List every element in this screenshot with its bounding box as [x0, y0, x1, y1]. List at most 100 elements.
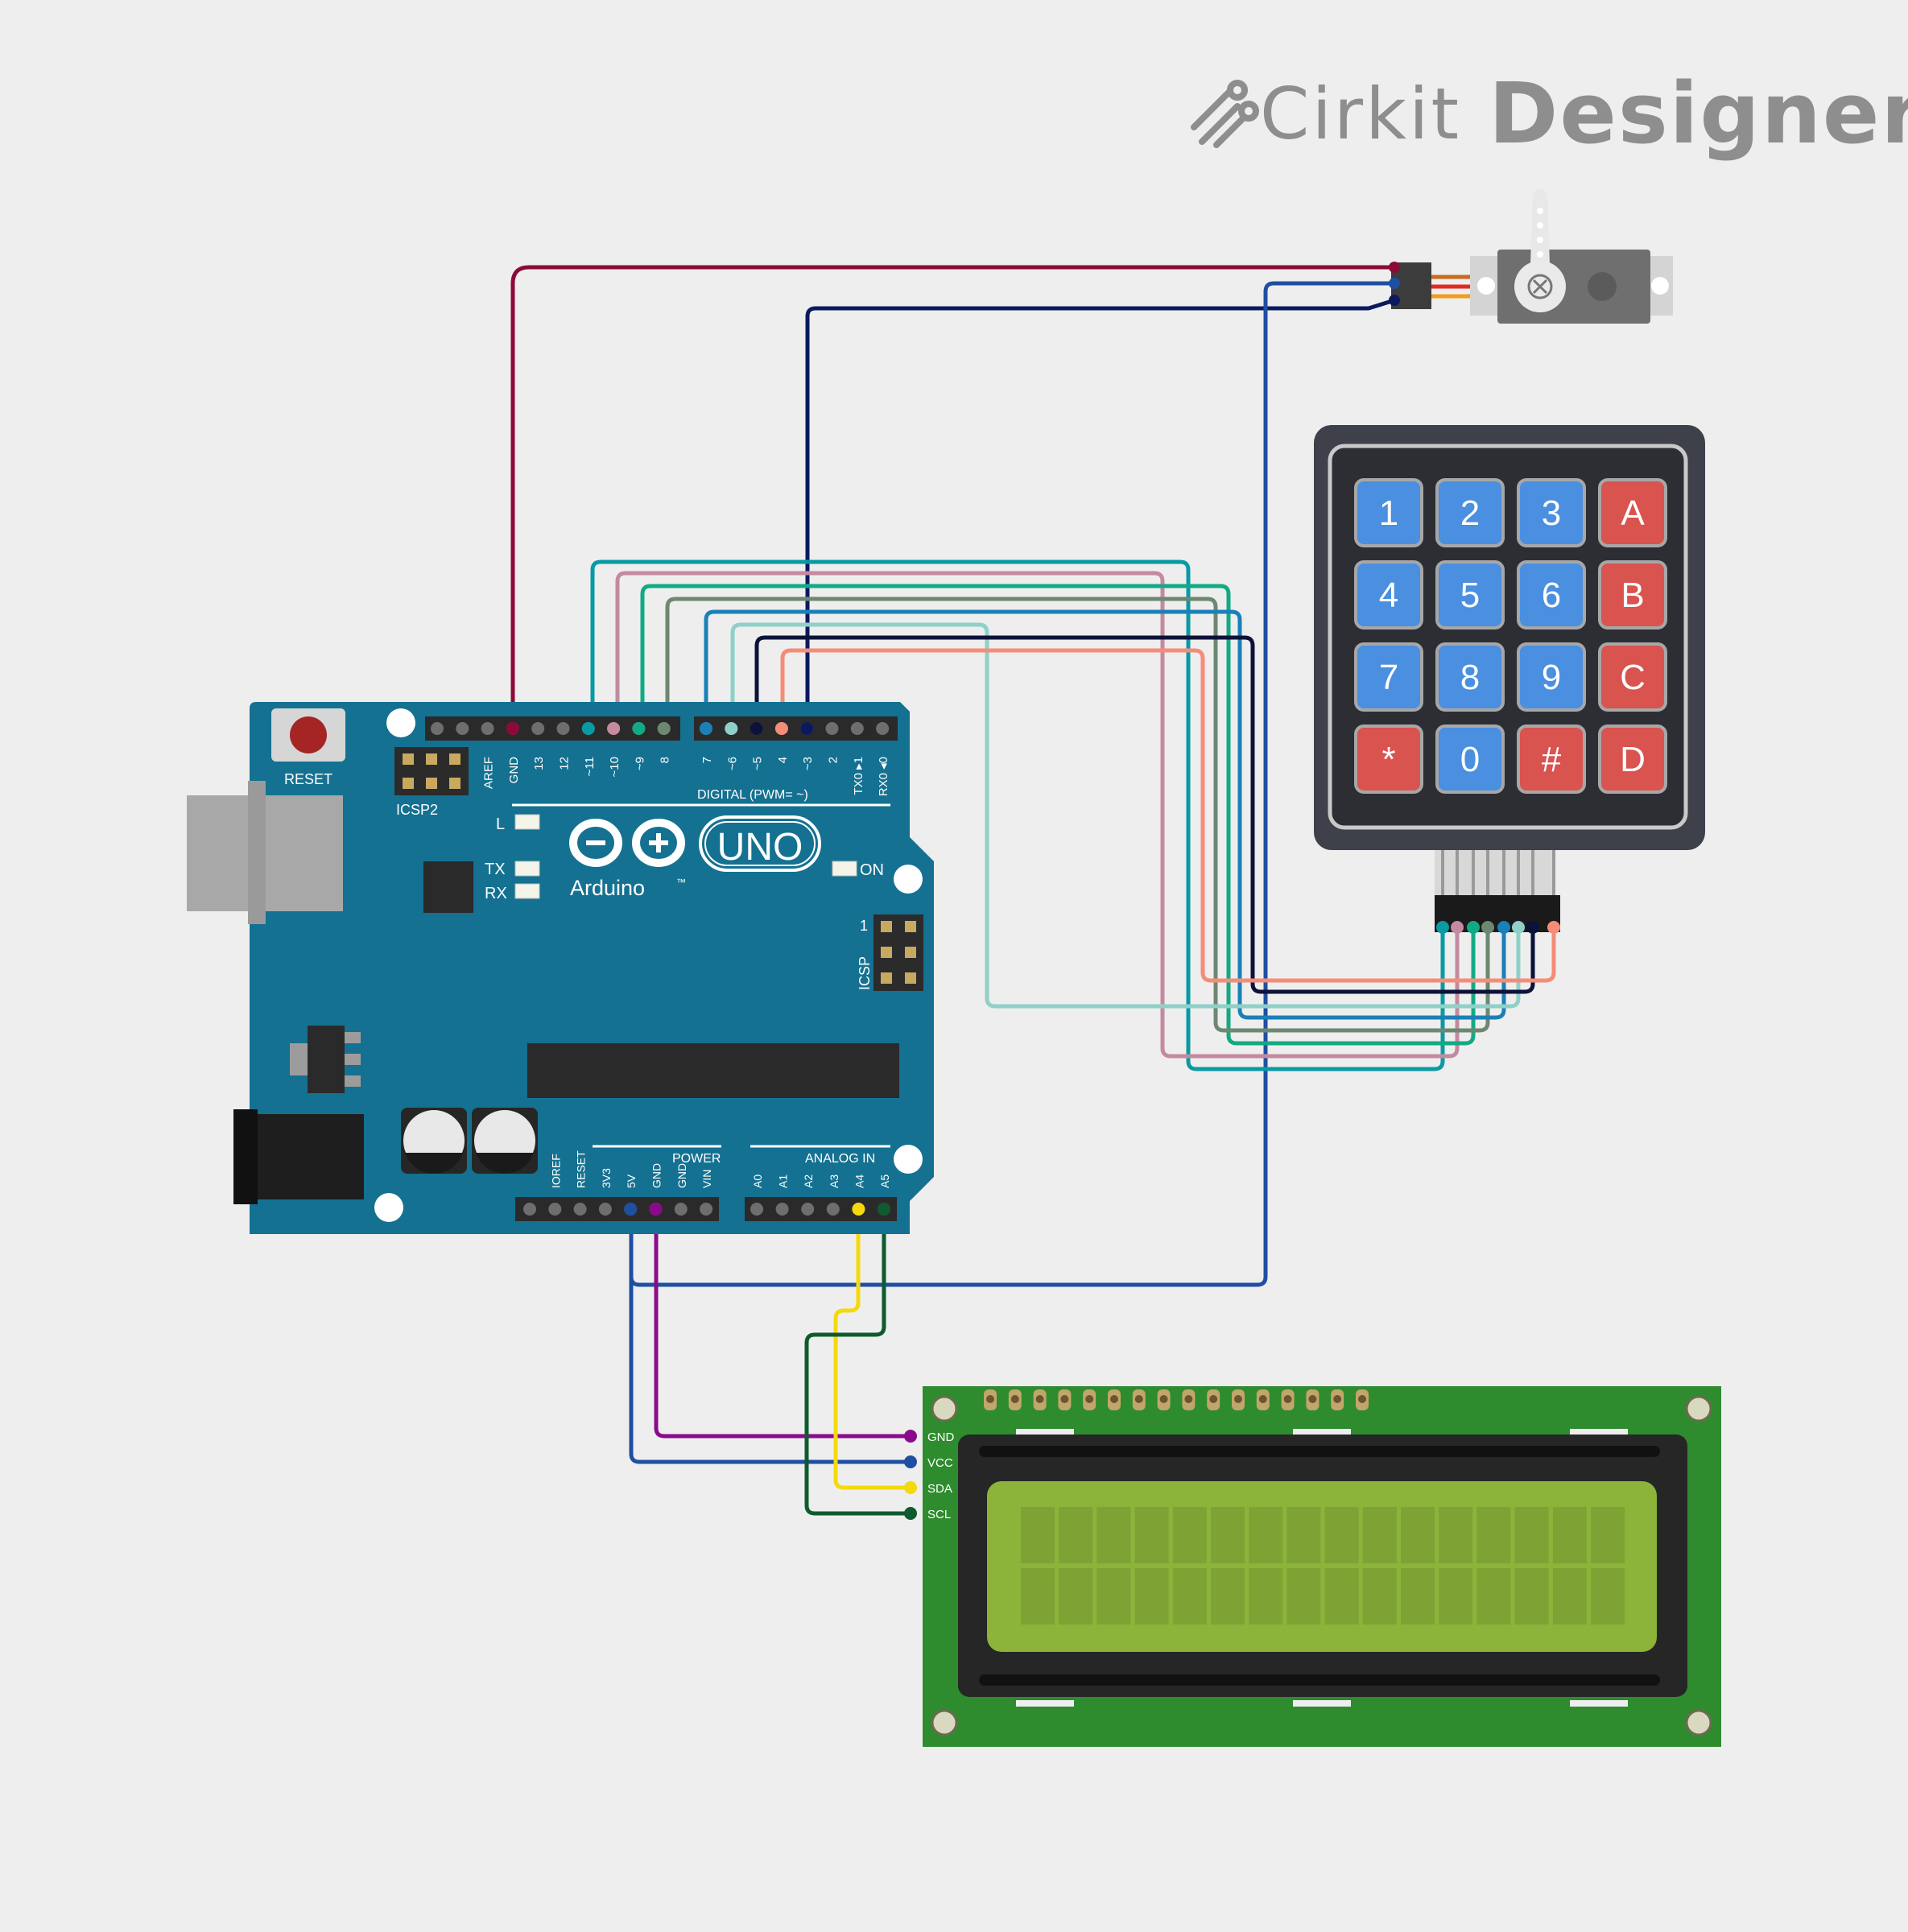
lcd-char-cell	[1134, 1568, 1169, 1624]
pin-label: 8	[659, 757, 672, 763]
wire-gnd-servo[interactable]	[510, 265, 1397, 730]
keypad-key[interactable]	[1598, 724, 1667, 794]
header-pin[interactable]	[750, 1203, 763, 1216]
keypad-pin[interactable]	[1481, 921, 1494, 934]
wire-end-dot[interactable]	[506, 722, 519, 735]
wire-pin5-keypad[interactable]	[754, 635, 1535, 994]
servo-gear	[1588, 272, 1617, 301]
keypad-key[interactable]	[1354, 724, 1423, 794]
lcd-char-cell	[1401, 1568, 1435, 1624]
wire-pin9-keypad[interactable]	[640, 584, 1476, 1046]
wire-pin6-keypad[interactable]	[730, 622, 1521, 1009]
lcd-pin[interactable]	[904, 1481, 917, 1494]
wire-pin3-servo-signal[interactable]	[805, 298, 1397, 730]
keypad-key[interactable]	[1598, 560, 1667, 630]
header-pin[interactable]	[481, 722, 494, 735]
wire-end-dot[interactable]	[581, 722, 595, 735]
wire-end-dot[interactable]	[632, 722, 646, 735]
keypad-key[interactable]	[1435, 478, 1505, 547]
atmega-chip	[527, 1043, 899, 1098]
header-pin[interactable]	[826, 1203, 840, 1216]
wire-end-dot[interactable]	[878, 1203, 890, 1216]
keypad-key[interactable]	[1517, 478, 1586, 547]
header-pin[interactable]	[775, 1203, 789, 1216]
keypad-pin[interactable]	[1436, 921, 1449, 934]
keypad-key[interactable]	[1354, 478, 1423, 547]
keypad-key[interactable]	[1517, 724, 1586, 794]
power-header-label: POWER	[672, 1152, 721, 1166]
wire-a5-scl[interactable]	[804, 1208, 912, 1516]
header-pin[interactable]	[598, 1203, 612, 1216]
keypad-pin[interactable]	[1467, 921, 1480, 934]
keypad-key[interactable]	[1354, 560, 1423, 630]
pin-label: 3V3	[600, 1168, 613, 1188]
wire-end-dot[interactable]	[725, 722, 738, 735]
wire-end-dot[interactable]	[700, 722, 712, 735]
lcd-header-pad-hole	[1085, 1395, 1094, 1403]
arduino-label: Arduino	[570, 876, 645, 900]
wire-end-dot[interactable]	[774, 722, 788, 735]
header-pin[interactable]	[531, 722, 545, 735]
wire-end-dot[interactable]	[607, 722, 621, 735]
header-pin[interactable]	[825, 722, 839, 735]
wire-end-dot[interactable]	[852, 1203, 865, 1216]
header-pin[interactable]	[876, 722, 890, 735]
servo-screw-cross	[1532, 279, 1548, 295]
wire-end-dot[interactable]	[750, 722, 763, 735]
header-pin[interactable]	[556, 722, 570, 735]
keypad-pins	[1436, 921, 1560, 934]
keypad-pin[interactable]	[1512, 921, 1525, 934]
header-pin[interactable]	[431, 722, 444, 735]
wire-gnd-lcd[interactable]	[654, 1208, 912, 1439]
keypad-key[interactable]	[1435, 724, 1505, 794]
lcd-header-pad-hole	[1184, 1395, 1193, 1403]
wire-pin11-keypad[interactable]	[590, 559, 1445, 1071]
wire-pin8-keypad[interactable]	[665, 597, 1490, 1033]
header-pin[interactable]	[801, 1203, 815, 1216]
lcd-pin[interactable]	[904, 1455, 917, 1468]
wire-5v-lcd-vcc[interactable]	[629, 1208, 912, 1464]
header-pin[interactable]	[548, 1203, 562, 1216]
lcd-pin[interactable]	[904, 1430, 917, 1443]
wire-pin4-keypad[interactable]	[780, 648, 1556, 983]
keypad-key[interactable]	[1517, 560, 1586, 630]
keypad-key[interactable]	[1354, 642, 1423, 712]
lcd-char-cell	[1059, 1568, 1093, 1624]
keypad-pin[interactable]	[1526, 921, 1539, 934]
keypad-key[interactable]	[1435, 560, 1505, 630]
wire-a4-sda[interactable]	[833, 1208, 912, 1490]
header-pin[interactable]	[523, 1203, 536, 1216]
header-pin[interactable]	[456, 722, 469, 735]
keypad-key-label: #	[1542, 740, 1562, 779]
lcd-pin[interactable]	[904, 1507, 917, 1520]
servo-motor[interactable]	[1389, 188, 1673, 324]
keypad-key[interactable]	[1598, 642, 1667, 712]
wire-end-dot[interactable]	[624, 1203, 638, 1216]
keypad-key[interactable]	[1598, 478, 1667, 547]
pin-label: A4	[853, 1174, 865, 1188]
keypad-key[interactable]	[1435, 642, 1505, 712]
keypad-pin[interactable]	[1497, 921, 1510, 934]
header-pin[interactable]	[674, 1203, 688, 1216]
mounting-hole	[894, 865, 923, 894]
keypad-key[interactable]	[1517, 642, 1586, 712]
header-pin[interactable]	[700, 1203, 713, 1216]
keypad-pin[interactable]	[1451, 921, 1464, 934]
wire-pin7-keypad[interactable]	[704, 609, 1506, 1020]
keypad-pin[interactable]	[1547, 921, 1560, 934]
icsp-pin1-label: 1	[860, 918, 868, 934]
header-pin[interactable]	[850, 722, 864, 735]
lcd-char-cell	[1249, 1568, 1283, 1624]
pin-label: A2	[802, 1174, 815, 1188]
header-pin[interactable]	[573, 1203, 587, 1216]
wire-end-dot[interactable]	[649, 1203, 663, 1216]
pin-label: RX0 ◂0	[877, 757, 890, 796]
wire-end-dot[interactable]	[800, 722, 814, 735]
wire-pin10-keypad[interactable]	[615, 571, 1460, 1059]
keypad-key-label: 9	[1542, 658, 1561, 697]
wire-end-dot[interactable]	[657, 722, 671, 735]
reset-button[interactable]	[290, 716, 327, 753]
